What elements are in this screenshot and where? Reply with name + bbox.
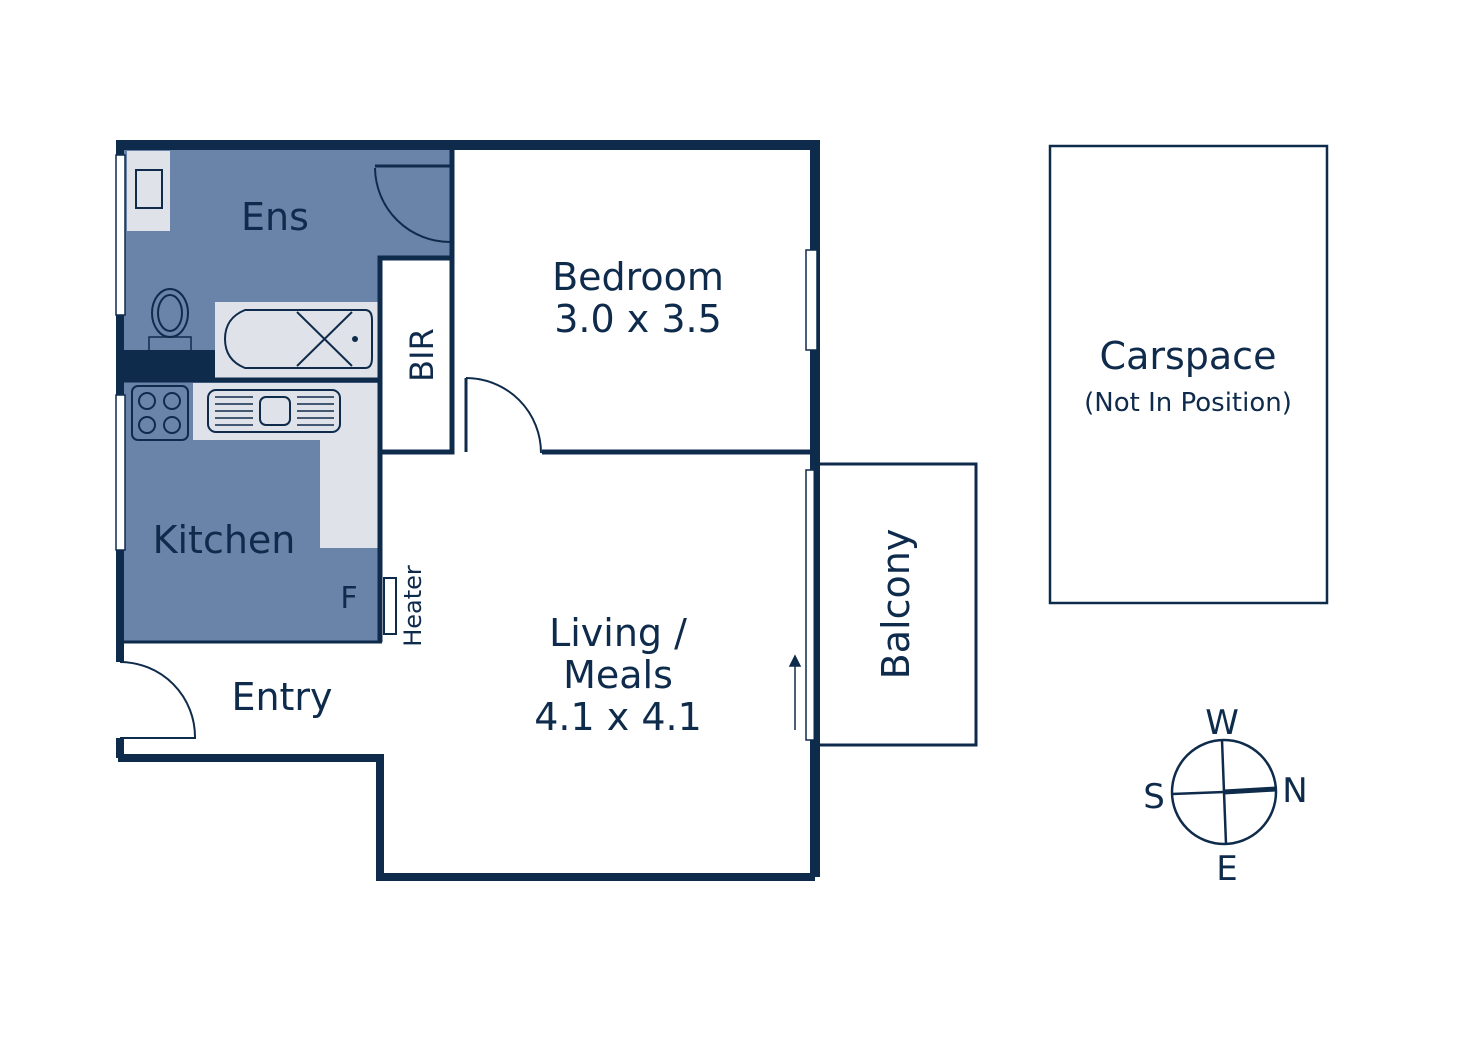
bedroom-size: 3.0 x 3.5 [554,297,722,341]
fridge-label: F [340,581,357,616]
carspace-outline [1048,144,1329,605]
compass-north: N [1282,771,1307,811]
walls [116,140,820,881]
carspace-note: (Not In Position) [1084,388,1292,418]
ensuite-fixtures [124,151,451,382]
bedroom-label: Bedroom [552,255,724,299]
compass-west: W [1205,703,1239,743]
heater-label: Heater [399,565,427,647]
living-label-1: Living / [549,611,687,655]
ensuite-label: Ens [241,195,309,239]
entry-label: Entry [231,675,332,719]
compass-east: E [1216,849,1237,889]
kitchen-fixtures [131,383,397,635]
balcony-label: Balcony [874,529,918,680]
living-size: 4.1 x 4.1 [534,695,702,739]
carspace-label: Carspace [1100,334,1277,378]
living-label-2: Meals [563,653,673,697]
bir-label: BIR [403,328,441,382]
balcony-outline [813,462,978,747]
compass-south: S [1143,777,1165,817]
compass-icon: W S N E [1143,703,1308,889]
windows [115,154,818,741]
kitchen-label: Kitchen [153,518,296,562]
